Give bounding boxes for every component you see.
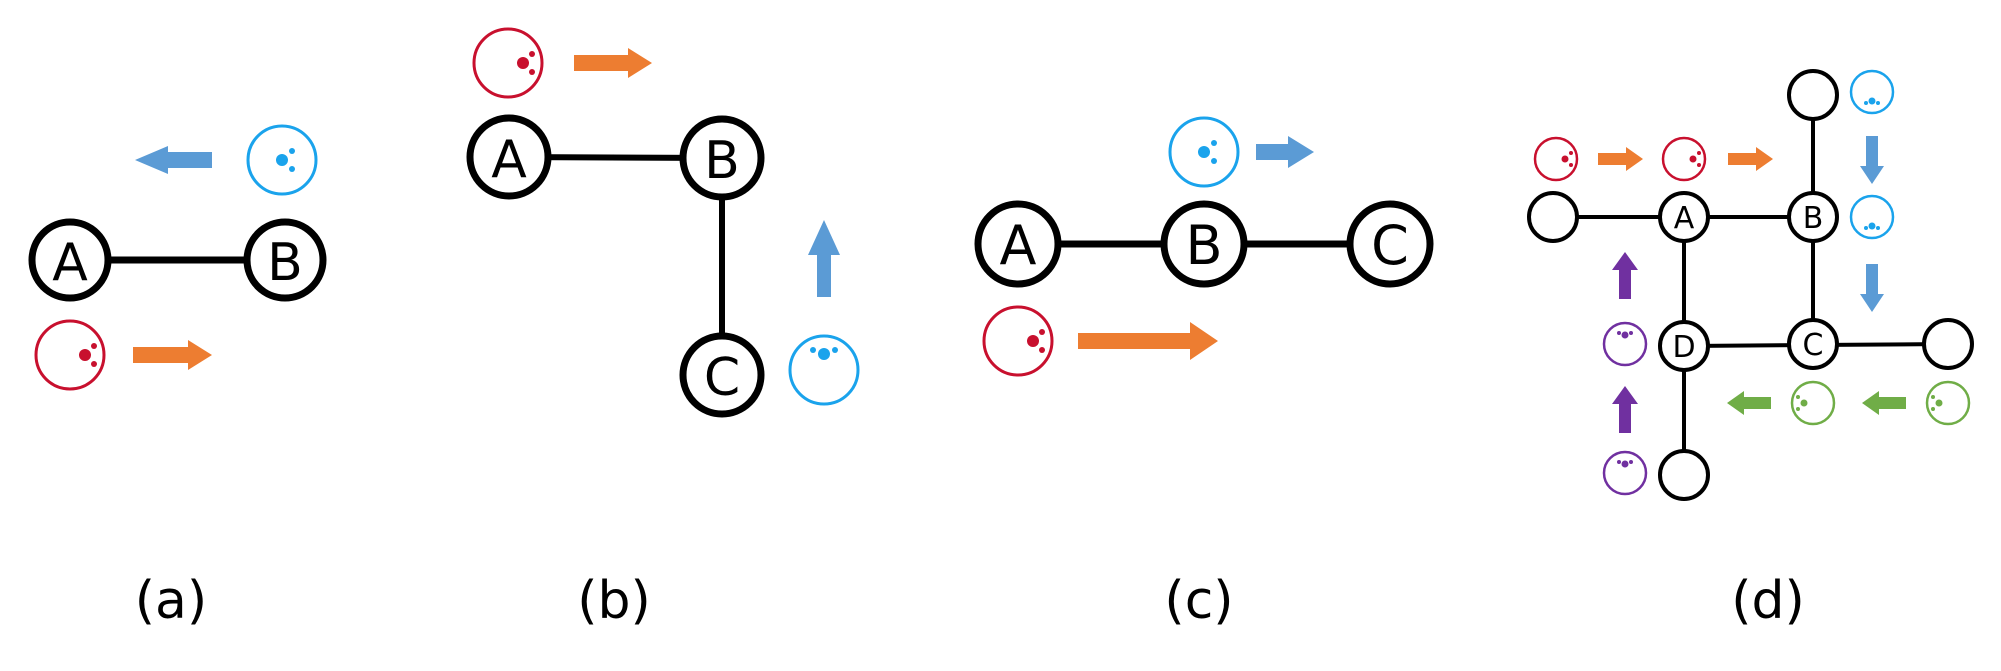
empty-node bbox=[1922, 318, 1974, 370]
arrow-left-icon bbox=[1862, 391, 1906, 415]
agent-token-icon bbox=[1849, 194, 1895, 240]
panel-label-c: (c) bbox=[1164, 571, 1233, 631]
panel-c: A B C (c) bbox=[974, 116, 1434, 631]
agent-token-icon bbox=[1602, 321, 1648, 367]
svg-text:B: B bbox=[704, 131, 740, 191]
node-a: A bbox=[28, 218, 112, 302]
node-b: B bbox=[1787, 191, 1839, 243]
arrow-right-icon bbox=[1078, 322, 1218, 360]
svg-text:B: B bbox=[1185, 214, 1222, 277]
node-b: B bbox=[243, 218, 327, 302]
panel-label-a: (a) bbox=[135, 571, 207, 631]
svg-text:A: A bbox=[491, 130, 527, 190]
panel-label-b: (b) bbox=[577, 571, 651, 631]
arrow-right-icon bbox=[1598, 147, 1643, 171]
panel-d: A B D C bbox=[1527, 69, 1974, 631]
arrow-left-icon bbox=[135, 146, 212, 174]
node-a: A bbox=[466, 114, 552, 200]
arrow-right-icon bbox=[1256, 136, 1314, 168]
node-a: A bbox=[974, 200, 1062, 288]
svg-text:C: C bbox=[1803, 328, 1824, 363]
agent-token-icon bbox=[1661, 136, 1707, 182]
arrow-down-icon bbox=[1860, 136, 1884, 184]
agent-token-icon bbox=[1790, 380, 1836, 426]
arrow-right-icon bbox=[133, 340, 212, 370]
agent-token-icon bbox=[246, 124, 318, 196]
node-b: B bbox=[679, 115, 765, 201]
panel-label-d: (d) bbox=[1731, 571, 1805, 631]
panel-b: A B C (b) bbox=[466, 27, 860, 631]
agent-token-icon bbox=[788, 334, 860, 406]
node-c: C bbox=[679, 332, 765, 418]
node-a: A bbox=[1658, 191, 1710, 243]
arrow-left-icon bbox=[1727, 391, 1771, 415]
empty-node bbox=[1658, 449, 1710, 501]
arrow-right-icon bbox=[1728, 147, 1773, 171]
agent-token-icon bbox=[1849, 69, 1895, 115]
agent-token-icon bbox=[982, 305, 1054, 377]
agent-token-icon bbox=[1925, 380, 1971, 426]
agent-token-icon bbox=[1168, 116, 1240, 188]
svg-text:A: A bbox=[1674, 201, 1695, 236]
arrow-up-icon bbox=[1612, 386, 1638, 433]
arrow-up-icon bbox=[1612, 252, 1638, 299]
agent-token-icon bbox=[472, 27, 544, 99]
svg-text:C: C bbox=[1371, 214, 1409, 277]
node-c: C bbox=[1346, 200, 1434, 288]
agent-token-icon bbox=[1602, 450, 1648, 496]
agent-token-icon bbox=[34, 319, 106, 391]
svg-text:A: A bbox=[52, 233, 88, 293]
svg-text:C: C bbox=[704, 348, 740, 408]
arrow-down-icon bbox=[1860, 264, 1884, 312]
node-d: D bbox=[1658, 320, 1710, 372]
node-c: C bbox=[1787, 318, 1839, 370]
svg-text:B: B bbox=[267, 233, 303, 293]
svg-text:B: B bbox=[1803, 201, 1824, 236]
agent-token-icon bbox=[1533, 136, 1579, 182]
svg-text:D: D bbox=[1672, 330, 1695, 365]
panel-a: A B (a) bbox=[28, 124, 327, 631]
svg-text:A: A bbox=[1000, 214, 1037, 277]
empty-node bbox=[1527, 191, 1579, 243]
empty-node bbox=[1787, 69, 1839, 121]
arrow-right-icon bbox=[574, 48, 652, 78]
node-b: B bbox=[1160, 200, 1248, 288]
arrow-up-icon bbox=[808, 220, 840, 297]
